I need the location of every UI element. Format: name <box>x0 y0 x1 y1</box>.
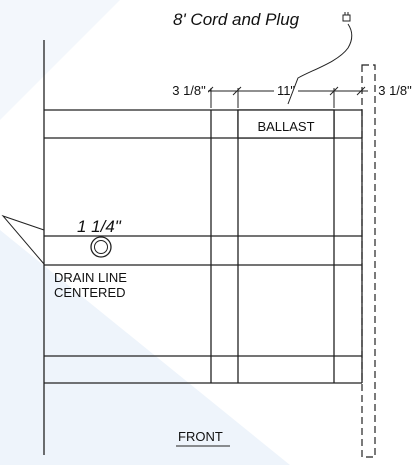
dim-right-label: 3 1/8" <box>378 83 412 98</box>
dim-center-label: 11" <box>277 83 295 98</box>
ballast-box <box>237 109 335 139</box>
dashed-side-panel <box>361 64 376 458</box>
cord-label: 8' Cord and Plug <box>173 10 300 29</box>
dim-left-bg <box>168 80 208 96</box>
power-cord <box>287 23 353 105</box>
ballast-label: BALLAST <box>257 119 314 134</box>
dim-center-bg <box>274 80 298 96</box>
dim-tick-2 <box>232 86 242 96</box>
dim-left-label: 3 1/8" <box>172 83 206 98</box>
dim-tick-4 <box>356 86 366 96</box>
drain-line-label: DRAIN LINE <box>54 270 127 285</box>
drain-pipe-inner <box>94 240 108 254</box>
drain-pointer <box>1 214 45 265</box>
pipe-size-label: 1 1/4" <box>77 217 122 236</box>
front-label: FRONT <box>178 429 223 444</box>
dim-right-bg <box>376 80 414 96</box>
background-tint <box>0 230 290 465</box>
background-tint-top <box>0 0 120 120</box>
plug-icon <box>342 12 351 22</box>
drain-pipe-outer <box>90 236 112 258</box>
drain-centered-label: CENTERED <box>54 285 126 300</box>
